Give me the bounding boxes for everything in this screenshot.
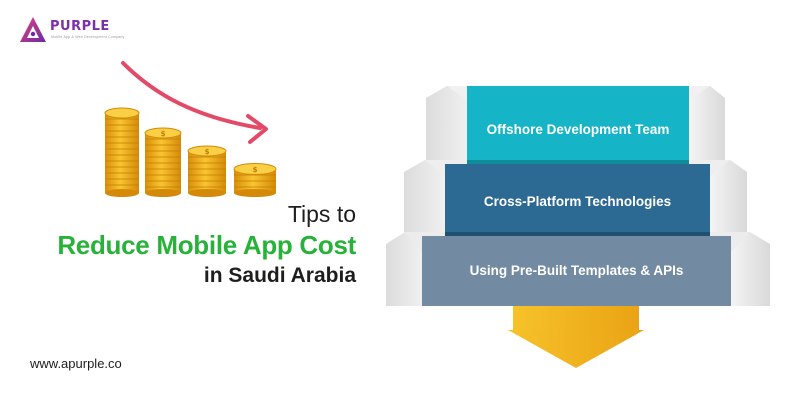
downward-trend-arrow-icon bbox=[121, 61, 268, 144]
dollar-sign-icon: $ bbox=[253, 166, 258, 174]
brand-name: PURPLE bbox=[50, 19, 110, 34]
step-3-label: Using Pre-Built Templates & APIs bbox=[469, 263, 684, 278]
brand-logo: PURPLE Mobile App & Web Development Comp… bbox=[18, 16, 128, 44]
headline-line-3: in Saudi Arabia bbox=[203, 264, 356, 287]
headline-line-2: Reduce Mobile App Cost bbox=[57, 230, 356, 260]
down-arrow-icon bbox=[508, 306, 644, 368]
brand-tagline: Mobile App & Web Development Company bbox=[51, 35, 125, 39]
logo-mark-icon bbox=[20, 17, 46, 42]
coin-stack-icon: $ bbox=[144, 127, 182, 197]
dollar-sign-icon: $ bbox=[205, 148, 210, 156]
step-2-label: Cross-Platform Technologies bbox=[483, 194, 672, 209]
website-url: www.apurple.co bbox=[30, 356, 122, 371]
headline: Tips to Reduce Mobile App Cost in Saudi … bbox=[0, 200, 356, 290]
coin-stack-icon: $ bbox=[233, 163, 277, 197]
coin-stack-icon: $ bbox=[187, 145, 227, 197]
step-1-label: Offshore Development Team bbox=[486, 122, 670, 137]
dollar-sign-icon: $ bbox=[161, 130, 166, 138]
headline-line-1: Tips to bbox=[287, 201, 356, 227]
coin-stack-icon bbox=[104, 107, 140, 197]
cost-reduction-illustration: $ $ $ bbox=[104, 61, 277, 197]
